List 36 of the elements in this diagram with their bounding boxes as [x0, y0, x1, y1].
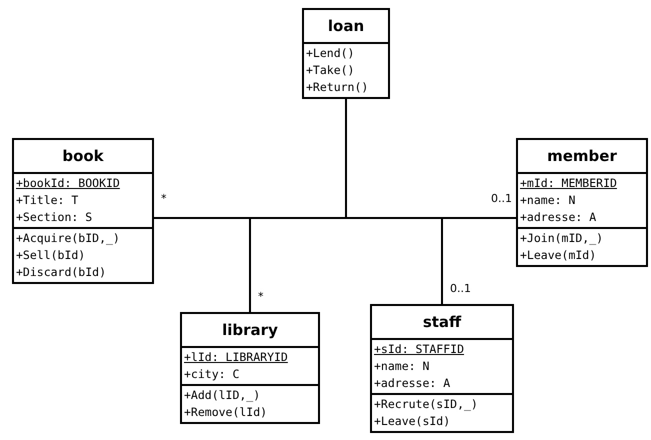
operation-text: +Add(lID,_) — [184, 388, 260, 402]
attribute-text: +name: N — [374, 359, 430, 373]
operation-text: +Join(mID,_) — [520, 231, 604, 245]
attribute-text: +city: C — [184, 367, 240, 381]
class-name: member — [547, 147, 617, 165]
class-name: loan — [328, 17, 364, 35]
operation-text: +Discard(bId) — [16, 265, 106, 279]
attribute-text: +bookId: BOOKID — [16, 176, 120, 190]
attribute-text: +name: N — [520, 193, 576, 207]
attribute-text: +sId: STAFFID — [374, 342, 464, 356]
class-box — [302, 8, 390, 99]
class-box — [12, 138, 154, 284]
attribute-text: +adresse: A — [520, 210, 596, 224]
class-name: book — [62, 147, 104, 165]
attribute-text: +Section: S — [16, 210, 92, 224]
attribute-text: +lId: LIBRARYID — [184, 350, 288, 364]
multiplicity-label: 0..1 — [449, 282, 472, 295]
operation-text: +Return() — [306, 80, 368, 94]
operation-text: +Sell(bId) — [16, 248, 86, 262]
multiplicity-label: 0..1 — [490, 192, 513, 205]
attribute-text: +mId: MEMBERID — [520, 176, 617, 190]
operation-text: +Lend() — [306, 46, 354, 60]
operation-text: +Recrute(sID,_) — [374, 397, 478, 411]
operation-text: +Acquire(bID,_) — [16, 231, 120, 245]
class-box — [516, 138, 648, 267]
operation-text: +Leave(mId) — [520, 248, 596, 262]
association-line — [345, 99, 443, 304]
attribute-text: +adresse: A — [374, 376, 450, 390]
class-box — [180, 312, 320, 424]
class-name: library — [222, 321, 278, 339]
attribute-text: +Title: T — [16, 193, 78, 207]
operation-text: +Take() — [306, 63, 354, 77]
operation-text: +Leave(sId) — [374, 414, 450, 428]
class-box — [370, 304, 514, 433]
class-name: staff — [422, 313, 462, 331]
operation-text: +Remove(lId) — [184, 405, 268, 419]
